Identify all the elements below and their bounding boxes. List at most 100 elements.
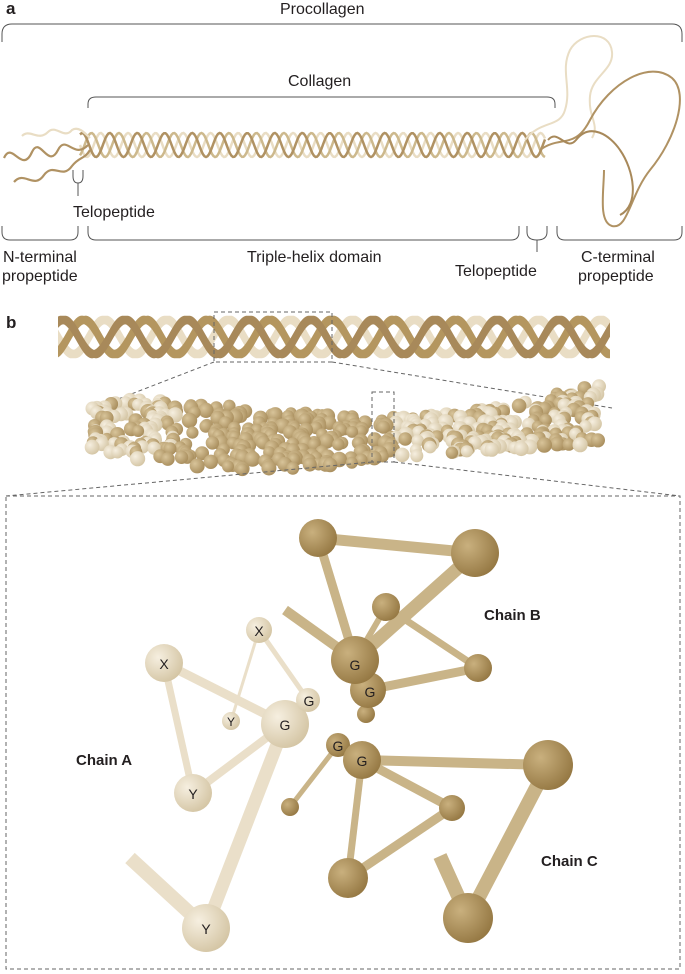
chain-b-residue-1: G (350, 657, 361, 673)
atom-sphere (203, 454, 218, 469)
chain-a-atoms: X X Y G G Y Y (145, 617, 320, 952)
chain-a-label: Chain A (76, 752, 132, 769)
zoom-lines-2 (5, 461, 681, 497)
ribbon-zoom-box (213, 311, 333, 363)
chain-c-atom-g1 (326, 733, 350, 757)
chain-c-bonds (288, 743, 555, 922)
panel-a-letter: a (6, 0, 16, 18)
chain-c-atoms: G G (281, 733, 573, 943)
panel-b-letter: b (6, 313, 16, 332)
atom-sphere (562, 438, 576, 451)
chain-a-atom-y2 (222, 712, 240, 730)
n-terminal-label-line1: N-terminal (3, 249, 77, 266)
atom-sphere (132, 425, 145, 437)
c-terminal-strand-mid (539, 70, 681, 228)
helix-strand-mid (78, 131, 546, 159)
telopeptide-left-bracket (72, 170, 84, 196)
atom-sphere (223, 399, 236, 413)
atom-sphere (322, 457, 338, 473)
atom-sphere (198, 402, 214, 418)
n-terminal-strand-2 (13, 149, 91, 183)
chain-a-residue-y2: Y (227, 715, 235, 729)
collagen-label: Collagen (288, 73, 351, 90)
telopeptide-left-label: Telopeptide (73, 204, 155, 221)
c-terminal-strand-light (524, 35, 614, 141)
chain-c-atom-g2 (343, 741, 381, 779)
atom-sphere (345, 456, 358, 469)
chain-a-atom-g2 (296, 688, 320, 712)
atom-sphere (199, 419, 213, 433)
chain-b-atom (464, 654, 492, 682)
chain-a-atom-x2 (246, 617, 272, 643)
atom-sphere (332, 438, 345, 451)
chain-b-atom-g1 (331, 636, 379, 684)
panel-a: a Procollagen Collagen Telopeptide (1, 0, 683, 285)
chain-b-atom (299, 519, 337, 557)
chain-c-label: Chain C (541, 853, 598, 870)
chain-a-residue-g2: G (304, 693, 315, 709)
chain-b-label: Chain B (484, 607, 541, 624)
atom-sphere (398, 432, 413, 446)
triple-helix-strands (78, 131, 547, 159)
atom-sphere (394, 447, 410, 463)
atom-sphere (536, 437, 552, 453)
atom-sphere (319, 433, 335, 449)
c-terminal-bracket (556, 226, 683, 241)
atom-sphere (244, 451, 261, 467)
triple-helix-label: Triple-helix domain (247, 249, 382, 266)
atom-sphere (236, 463, 249, 476)
atom-sphere (549, 436, 565, 452)
chain-a-atom-x1 (145, 644, 183, 682)
helix-strand-dark (79, 131, 547, 159)
atom-sphere (302, 457, 317, 472)
atom-sphere (286, 461, 300, 475)
chain-c-atom (443, 893, 493, 943)
atom-sphere (367, 450, 382, 466)
chain-a-atom-y1 (174, 774, 212, 812)
c-terminal-propeptide-strands (524, 35, 681, 228)
chain-b-residue-2: G (365, 684, 376, 700)
telopeptide-right-bracket (526, 226, 548, 252)
ribbon-triple-helix (58, 315, 610, 359)
ribbon-strand (58, 315, 610, 359)
n-terminal-bracket (1, 226, 79, 241)
chain-a-atom-y3 (182, 904, 230, 952)
atom-sphere (410, 449, 424, 463)
n-terminal-strand-3 (21, 127, 91, 139)
ribbon-strand (58, 315, 610, 359)
chain-a-residue-x2: X (254, 623, 264, 639)
n-terminal-propeptide-strands (2, 127, 91, 183)
atom-sphere (460, 445, 473, 458)
atom-sphere (355, 425, 368, 438)
panel-b: b (5, 311, 681, 970)
atom-sphere (160, 452, 175, 466)
triple-helix-bracket (87, 226, 520, 241)
atom-sphere (84, 439, 100, 455)
atom-sphere (376, 420, 390, 434)
chain-a-residue-y1: Y (188, 786, 198, 802)
chain-b-atom (451, 529, 499, 577)
atom-sphere (189, 458, 205, 474)
c-terminal-label-line2: propeptide (578, 268, 654, 285)
chain-a-residue-y3: Y (201, 921, 211, 937)
atom-sphere (411, 434, 424, 447)
chain-b-atom (372, 593, 400, 621)
atom-sphere (423, 440, 437, 454)
atom-sphere (222, 460, 234, 473)
collagen-bracket (87, 96, 556, 108)
atom-sphere (174, 450, 189, 464)
atom-sphere (346, 425, 359, 438)
atom-sphere (445, 446, 459, 459)
procollagen-label: Procollagen (280, 1, 365, 18)
atom-sphere (298, 413, 312, 427)
atom-zoom-box (371, 391, 395, 463)
c-terminal-label-line1: C-terminal (581, 249, 655, 266)
n-terminal-strand-1 (2, 143, 89, 162)
chain-a-residue-x1: X (159, 656, 169, 672)
atom-sphere (261, 460, 277, 476)
procollagen-bracket (1, 23, 683, 42)
c-terminal-strand-dark (547, 130, 634, 216)
atom-sphere (130, 451, 146, 467)
atom-sphere (205, 436, 220, 450)
chain-c-atom (523, 740, 573, 790)
